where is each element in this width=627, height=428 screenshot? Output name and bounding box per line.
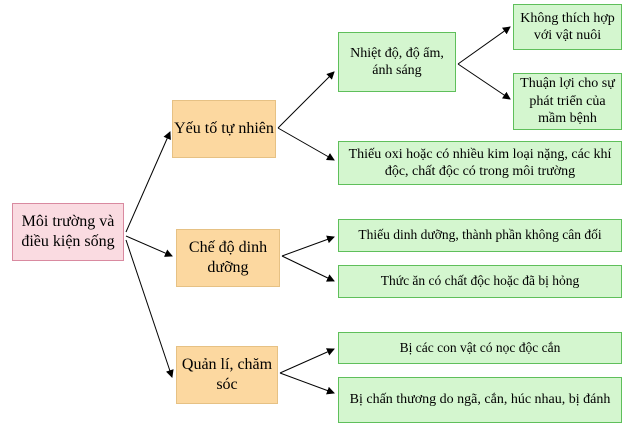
branch-nutrition-label: Chế độ dinh dưỡng xyxy=(188,239,268,276)
arrow-root-to-nutrition xyxy=(125,235,173,257)
arrow-temperature-to-pathogen xyxy=(457,63,511,100)
node-bites-label: Bị các con vật có nọc độc cắn xyxy=(399,339,561,355)
arrow-natural-to-temperature xyxy=(277,71,335,129)
node-venomous-bites: Bị các con vật có nọc độc cắn xyxy=(338,332,622,364)
node-toxic-spoiled-food: Thức ăn có chất độc hoặc đã bị hỏng xyxy=(338,265,622,298)
branch-natural-label: Yếu tố tự nhiên xyxy=(174,120,274,137)
branch-natural-factors: Yếu tố tự nhiên xyxy=(172,100,276,158)
arrow-root-to-care xyxy=(125,239,174,378)
node-unsuitable-label: Không thích hợp với vật nuôi xyxy=(520,10,615,44)
arrow-root-to-natural xyxy=(125,131,171,233)
node-favorable-for-pathogens: Thuận lợi cho sự phát triển của mầm bệnh xyxy=(513,73,622,130)
branch-nutrition: Chế độ dinh dưỡng xyxy=(176,229,280,287)
root-label: Môi trường và điều kiện sống xyxy=(21,213,115,250)
arrow-temperature-to-unsuitable xyxy=(457,26,511,65)
branch-care-label: Quản lí, chăm sóc xyxy=(181,356,273,393)
node-injury-label: Bị chấn thương do ngã, cắn, húc nhau, bị… xyxy=(349,392,611,408)
arrow-care-to-bites xyxy=(279,348,335,374)
node-oxygen-label: Thiếu oxi hoặc có nhiều kim loại nặng, c… xyxy=(348,146,612,180)
node-toxic-food-label: Thức ăn có chất độc hoặc đã bị hỏng xyxy=(380,273,580,289)
node-deficiency-label: Thiếu dinh dưỡng, thành phần không cân đ… xyxy=(358,227,602,243)
node-nutrition-deficiency: Thiếu dinh dưỡng, thành phần không cân đ… xyxy=(338,219,622,252)
node-pathogen-label: Thuận lợi cho sự phát triển của mầm bệnh xyxy=(520,76,615,127)
node-temperature-label: Nhiệt độ, độ ẩm, ánh sáng xyxy=(350,45,444,79)
arrow-nutrition-to-toxic-food xyxy=(281,255,335,282)
arrow-nutrition-to-deficiency xyxy=(281,235,335,257)
node-unsuitable-for-animals: Không thích hợp với vật nuôi xyxy=(513,4,622,50)
node-oxygen-heavy-metals: Thiếu oxi hoặc có nhiều kim loại nặng, c… xyxy=(338,141,622,185)
node-physical-injury: Bị chấn thương do ngã, cắn, húc nhau, bị… xyxy=(338,377,622,423)
arrow-care-to-injury xyxy=(279,372,335,395)
arrow-natural-to-oxygen xyxy=(277,127,335,161)
node-temperature-humidity-light: Nhiệt độ, độ ẩm, ánh sáng xyxy=(338,32,456,92)
root-node: Môi trường và điều kiện sống xyxy=(12,203,124,261)
branch-care: Quản lí, chăm sóc xyxy=(176,346,278,404)
